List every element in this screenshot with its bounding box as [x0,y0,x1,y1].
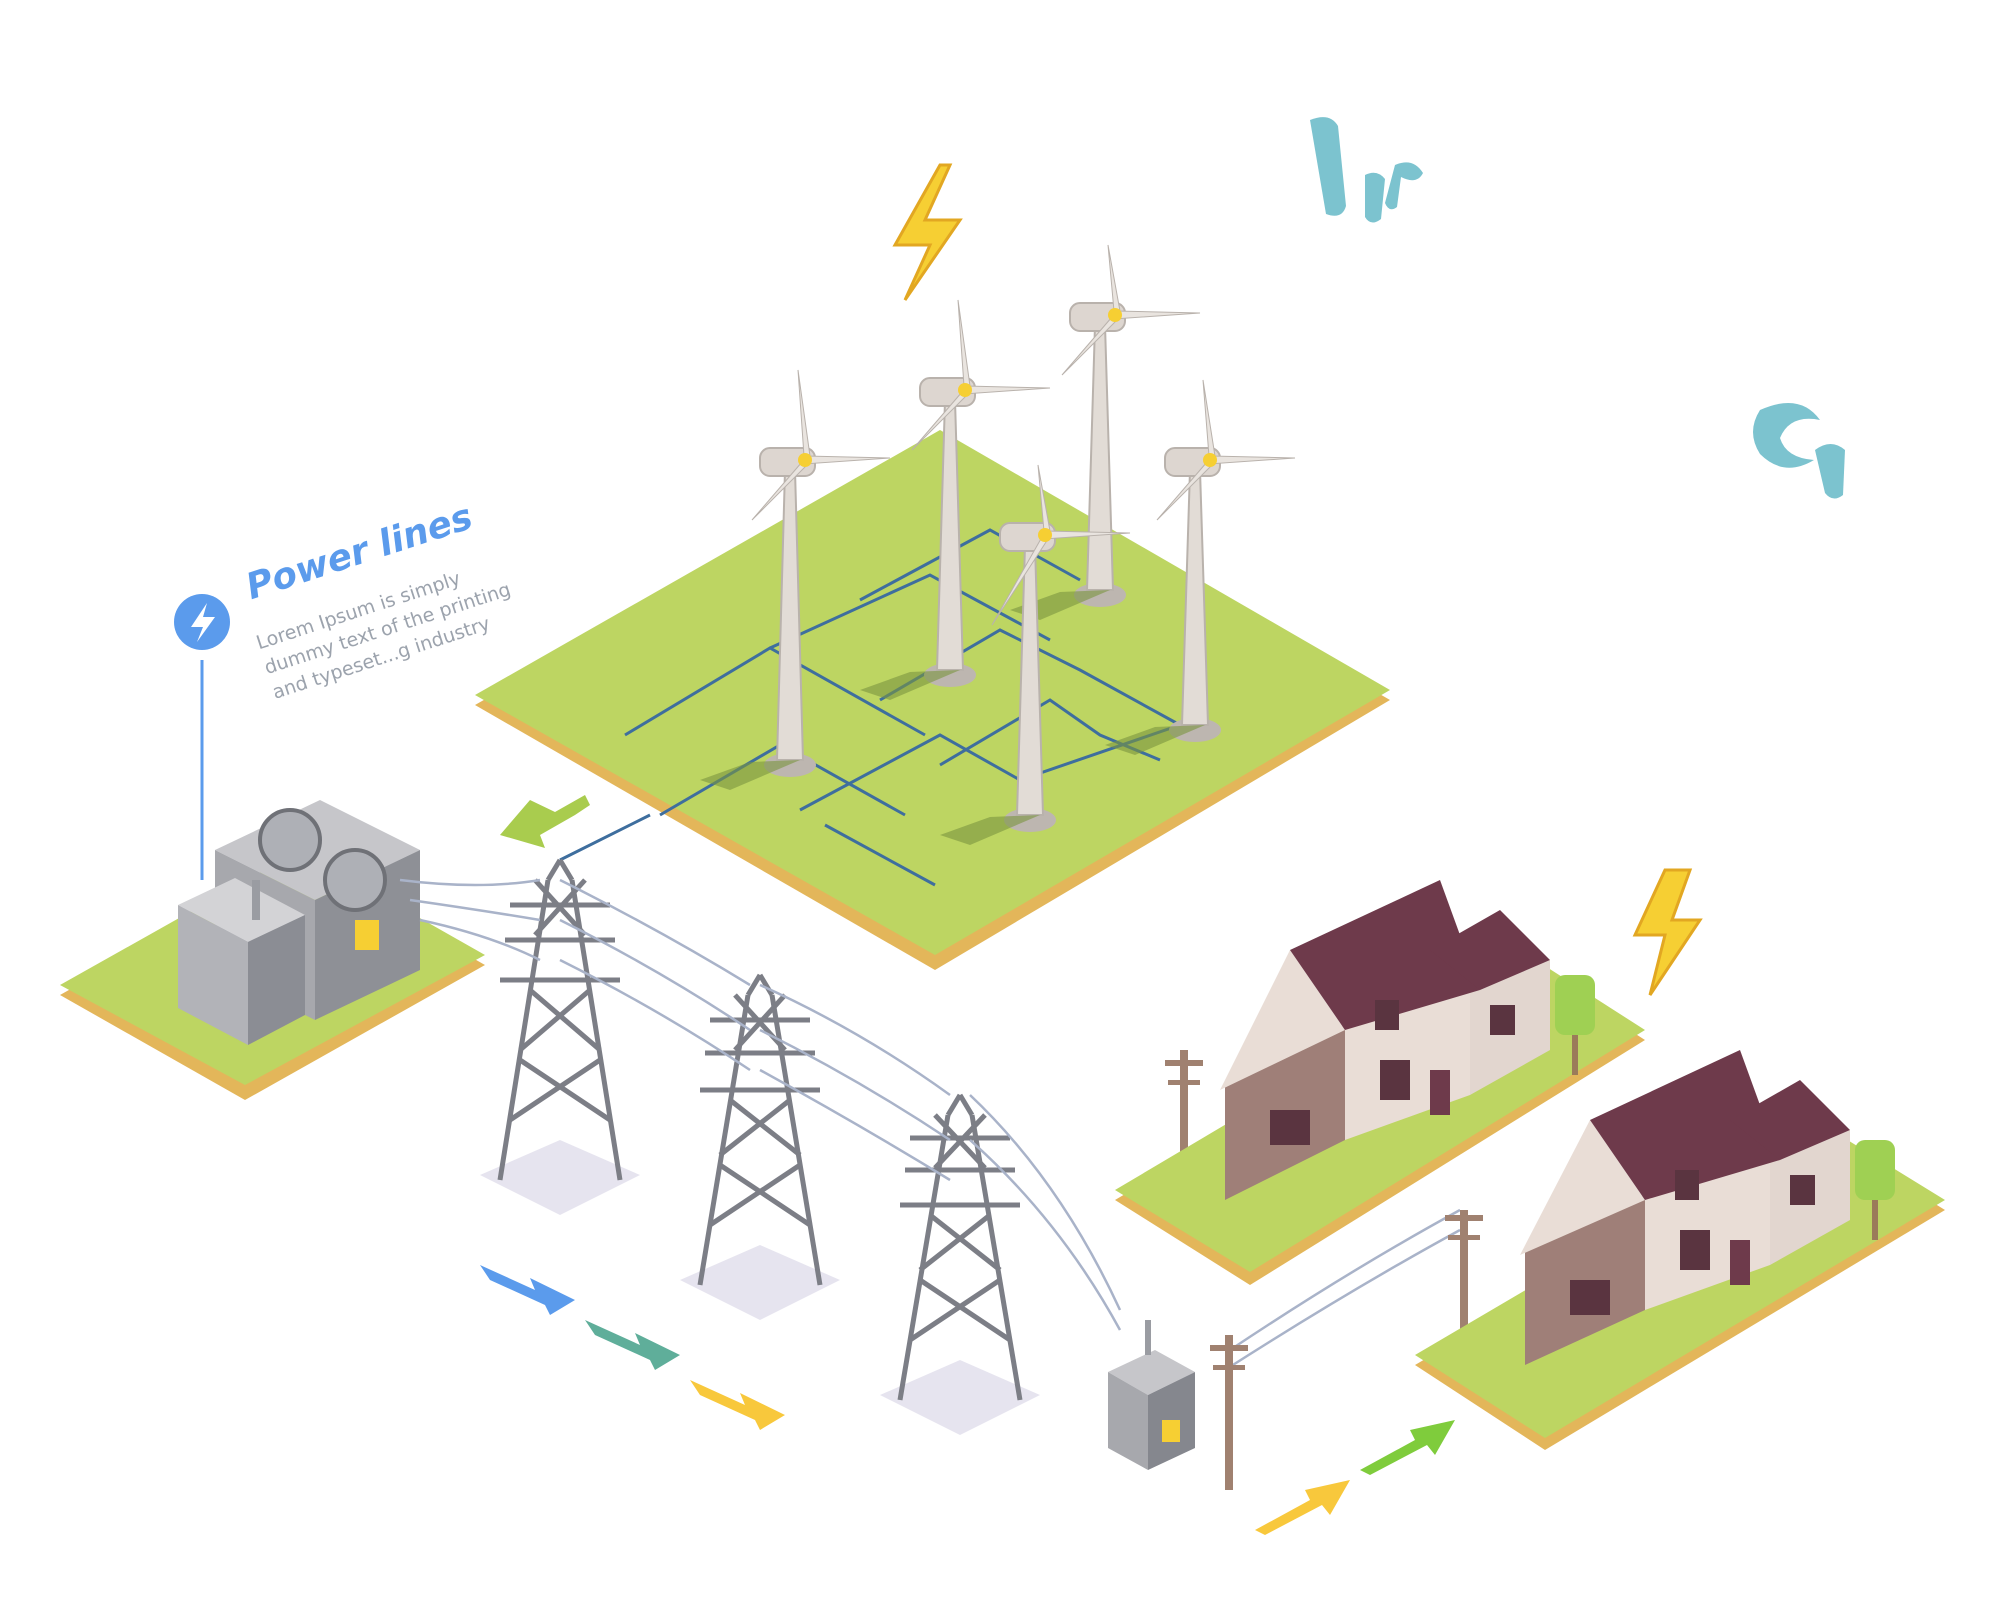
window-icon [1570,1280,1610,1315]
flow-arrow-teal [585,1320,680,1370]
high-voltage-sign-icon [355,920,379,950]
flow-arrow-green [500,795,590,848]
flow-arrow-yellow [690,1380,785,1430]
lightning-bolt-icon [1632,868,1703,996]
door-icon [1430,1070,1450,1115]
wind-turbine [700,369,891,790]
window-icon [1680,1230,1710,1270]
lightning-icon [191,603,215,642]
window-icon [1375,1000,1399,1030]
window-icon [1490,1005,1515,1035]
window-icon [1790,1175,1815,1205]
flow-arrow-blue [480,1265,575,1315]
window-icon [1380,1060,1410,1100]
decorative-shape [1310,117,1423,223]
transformer-box [1108,1320,1195,1470]
decorative-shape [1753,402,1845,499]
cooling-fan-icon [323,848,387,912]
high-voltage-sign-icon [1162,1420,1180,1442]
wind-turbine [1105,379,1296,755]
cooling-fan-icon [258,808,322,872]
window-icon [1675,1170,1699,1200]
window-icon [1270,1110,1310,1145]
utility-pole [1210,1335,1248,1490]
tree-icon [1555,975,1595,1075]
house [1220,880,1550,1200]
wind-turbine [940,464,1131,845]
tree-icon [1855,1140,1895,1240]
wind-farm-platform [475,430,1390,970]
flow-arrow-green [1360,1420,1455,1475]
utility-pole [1165,1050,1203,1210]
door-icon [1730,1240,1750,1285]
wind-turbine [860,299,1051,700]
transmission-tower [680,973,840,1320]
wind-turbine [1010,244,1201,620]
power-cables [399,878,1461,1372]
utility-pole [1445,1210,1483,1360]
lightning-bolt-icon [892,163,963,301]
power-plant-building [178,800,420,1045]
flow-arrow-yellow [1255,1480,1350,1535]
transmission-tower [880,1093,1040,1435]
house [1520,1050,1850,1365]
